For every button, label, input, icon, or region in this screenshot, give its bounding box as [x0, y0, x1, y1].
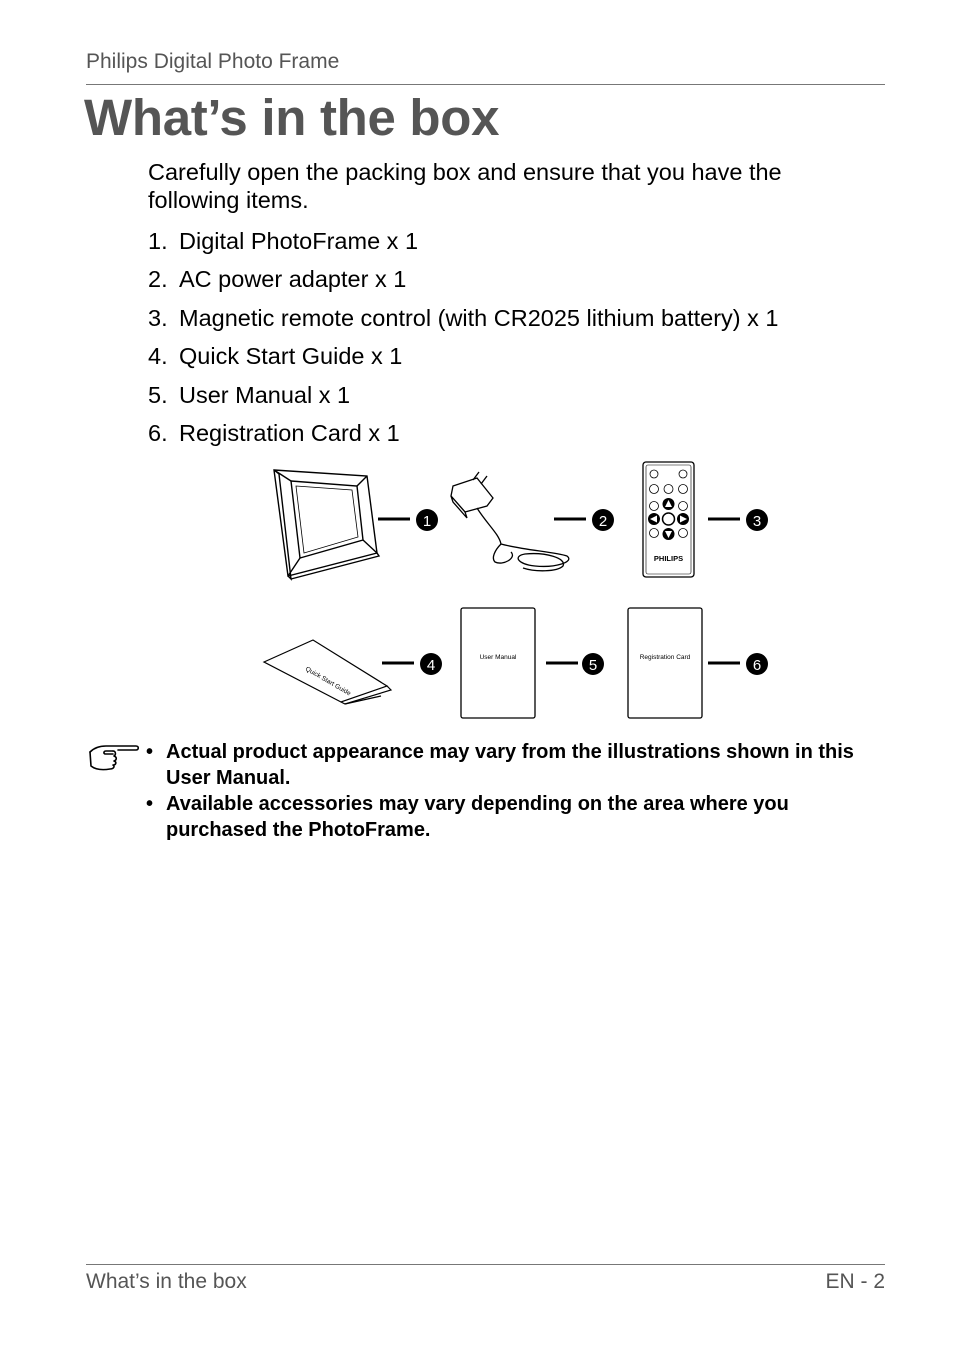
ac-adapter-illustration: [450, 471, 570, 572]
callout-number: 4: [427, 657, 435, 674]
box-contents-illustration: 1 2 PHI: [262, 461, 768, 719]
note-text: Actual product appearance may vary from …: [166, 741, 854, 789]
callout-number: 1: [423, 513, 431, 530]
intro-paragraph: Carefully open the packing box and ensur…: [148, 159, 782, 213]
note-item: • Actual product appearance may vary from…: [146, 739, 886, 791]
callout-marker: [420, 653, 442, 675]
callout-marker: [746, 653, 768, 675]
list-item: 3. Magnetic remote control (with CR2025 l…: [148, 301, 779, 339]
list-item-number: 2.: [148, 266, 168, 293]
pointing-hand-icon: [89, 745, 140, 771]
list-item-number: 1.: [148, 228, 168, 254]
callout-number: 2: [599, 513, 607, 530]
footer-section-title: What’s in the box: [86, 1270, 247, 1293]
footer-divider: [86, 1264, 885, 1265]
remote-control-illustration: PHILIPS: [642, 461, 695, 578]
callout-marker: [582, 653, 604, 675]
list-item: 4. Quick Start Guide x 1: [148, 339, 779, 377]
photo-frame-illustration: [273, 469, 381, 581]
page-number: EN - 2: [825, 1270, 885, 1293]
list-item-number: 4.: [148, 343, 168, 370]
callout-number: 6: [753, 657, 761, 674]
bullet: •: [146, 741, 154, 763]
registration-card-label: Registration Card: [640, 654, 691, 661]
callout-marker: [746, 509, 768, 531]
user-manual-label: User Manual: [480, 654, 517, 661]
quick-start-guide-illustration: Quick Start Guide: [262, 639, 393, 705]
remote-brand-label: PHILIPS: [654, 554, 683, 563]
list-item-number: 3.: [148, 304, 168, 331]
callout-marker: [592, 509, 614, 531]
page-title: What’s in the box: [84, 89, 500, 146]
callout-number: 5: [589, 657, 597, 674]
header-divider: [86, 84, 885, 85]
note-item: • Available accessories may vary dependin…: [146, 791, 886, 843]
note-text: Available accessories may vary depending…: [166, 793, 789, 841]
list-item-text: User Manual x 1: [179, 381, 351, 408]
callout-marker: [416, 509, 438, 531]
list-item-text: Digital PhotoFrame x 1: [179, 228, 419, 254]
list-item: 2. AC power adapter x 1: [148, 262, 779, 300]
list-item: 5. User Manual x 1: [148, 378, 779, 416]
contents-list: 1. Digital PhotoFrame x 1 2. AC power adap…: [148, 224, 779, 454]
list-item-text: Quick Start Guide x 1: [179, 343, 403, 370]
user-manual-illustration: User Manual: [460, 607, 536, 719]
list-item-number: 5.: [148, 381, 168, 408]
list-item: 1. Digital PhotoFrame x 1: [148, 224, 779, 262]
list-item-text: Registration Card x 1: [179, 419, 400, 446]
registration-card-illustration: Registration Card: [627, 607, 703, 719]
list-item-text: AC power adapter x 1: [179, 266, 407, 293]
bullet: •: [146, 793, 154, 815]
list-item: 6. Registration Card x 1: [148, 416, 779, 454]
list-item-text: Magnetic remote control (with CR2025 lit…: [179, 304, 779, 331]
list-item-number: 6.: [148, 419, 168, 446]
notes-list: • Actual product appearance may vary from…: [146, 739, 886, 843]
running-header: Philips Digital Photo Frame: [86, 50, 340, 73]
callout-number: 3: [753, 513, 761, 530]
